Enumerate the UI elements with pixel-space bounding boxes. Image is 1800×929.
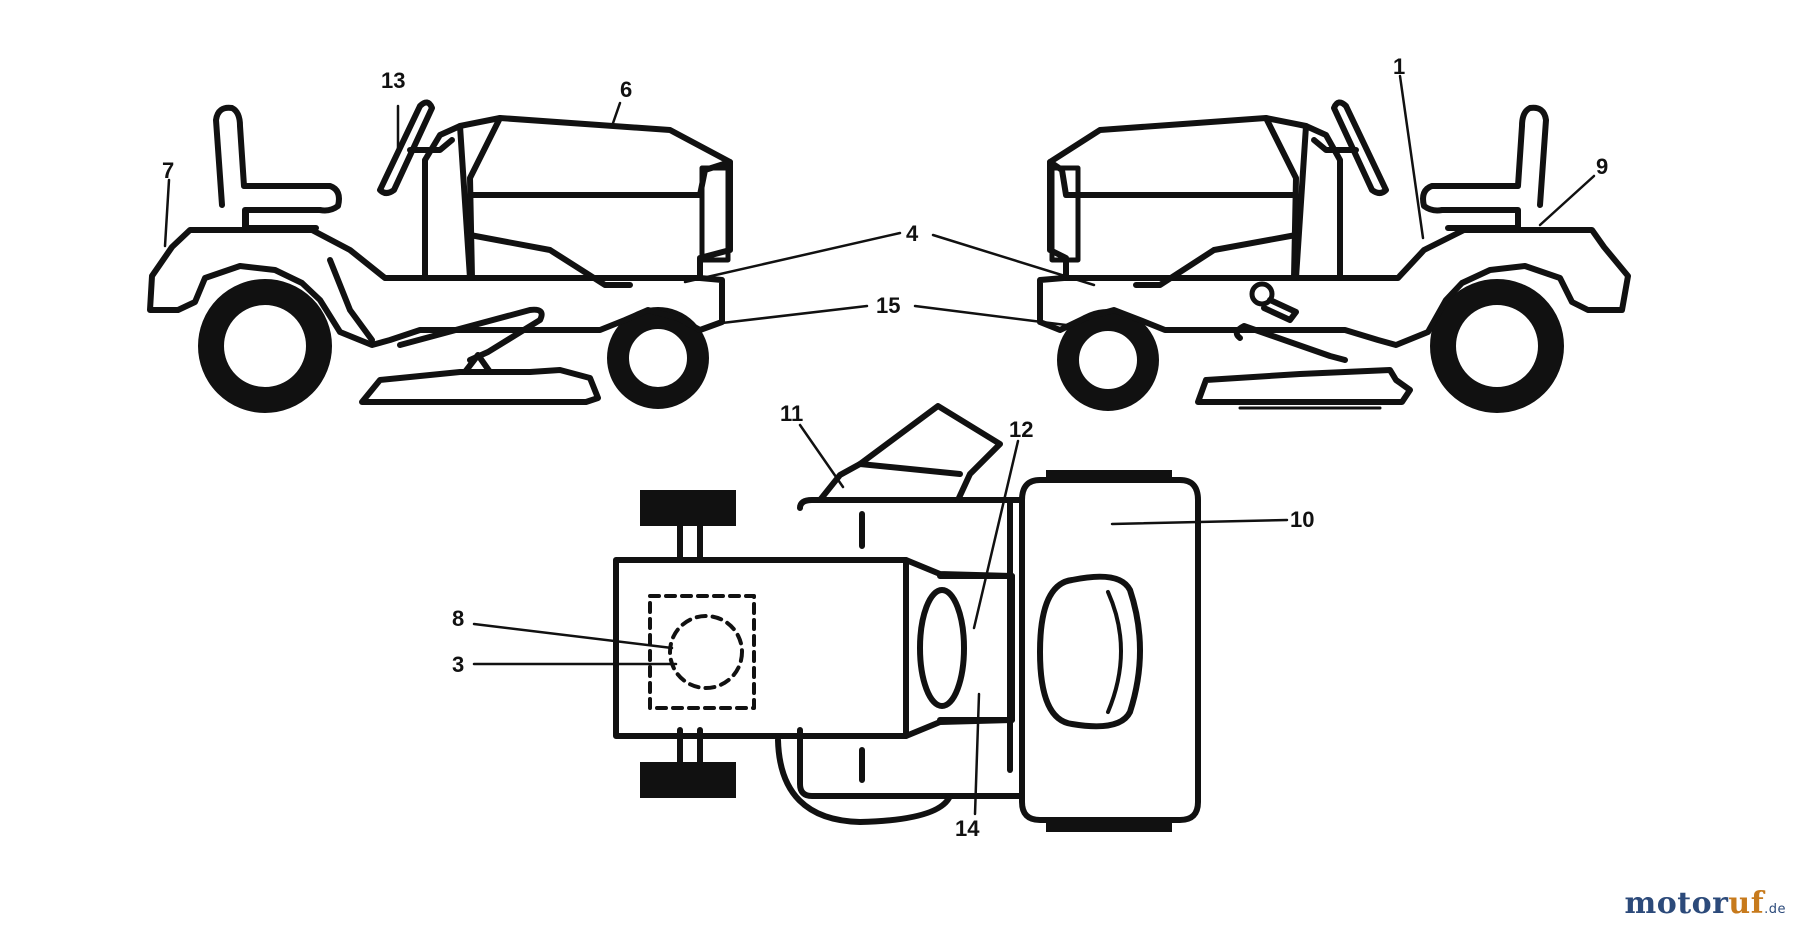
watermark-logo: motoruf.de — [1624, 886, 1786, 921]
callout-9[interactable]: 9 — [1596, 154, 1608, 179]
callout-8[interactable]: 8 — [452, 606, 464, 631]
grille-right — [1049, 165, 1081, 263]
callout-labels: 13 6 7 4 15 1 9 11 12 10 8 3 14 — [162, 54, 1608, 841]
leader-lines — [163, 74, 1596, 816]
dash-right — [1293, 123, 1343, 281]
steering-wheel-right — [1331, 99, 1389, 196]
dash-left — [422, 123, 473, 281]
callout-3[interactable]: 3 — [452, 652, 464, 677]
watermark-brand-part1: motor — [1624, 886, 1729, 921]
steering-wheel-left — [377, 99, 435, 196]
body-shell-top — [797, 497, 1025, 799]
callout-14[interactable]: 14 — [955, 816, 980, 841]
rear-tire-top-left[interactable] — [640, 490, 736, 526]
label-area-8 — [668, 614, 744, 690]
grille-left — [699, 165, 731, 263]
rear-wheel-right — [1430, 279, 1564, 413]
windshield-top — [1037, 573, 1143, 730]
watermark-tld: .de — [1764, 902, 1786, 917]
grass-chute — [817, 403, 1003, 503]
seat-left — [213, 104, 342, 231]
mower-deck-right — [1195, 367, 1413, 405]
callout-10[interactable]: 10 — [1290, 507, 1314, 532]
fender-left — [147, 227, 725, 348]
mower-deck-left — [359, 367, 601, 405]
rear-wheel-left — [198, 279, 332, 413]
front-wheel-right — [1057, 309, 1159, 411]
fender-right — [1037, 227, 1631, 348]
callout-13[interactable]: 12 — [1009, 417, 1033, 442]
label-area-3 — [648, 594, 756, 710]
tractor-side-view-right — [1037, 99, 1631, 413]
callout-4[interactable]: 4 — [906, 221, 919, 246]
front-wheel-left — [607, 307, 709, 409]
tractor-top-view — [613, 403, 1201, 832]
watermark-brand-part2: uf — [1728, 886, 1765, 921]
callout-12[interactable]: 13 — [381, 68, 405, 93]
rear-tire-bottom-left[interactable] — [640, 762, 736, 798]
hood-top-view — [1019, 477, 1201, 823]
callout-11[interactable]: 11 — [780, 401, 803, 426]
callout-1[interactable]: 1 — [1393, 54, 1405, 79]
seat-right — [1420, 104, 1549, 231]
footrest-right — [1233, 323, 1348, 363]
callout-6[interactable]: 6 — [620, 77, 632, 102]
control-knob-right — [1249, 281, 1275, 307]
callout-15[interactable]: 15 — [876, 293, 900, 318]
tractor-side-view-left — [147, 99, 733, 413]
steering-column-top — [917, 587, 967, 709]
footrest-left — [397, 306, 545, 363]
seat-top-view — [613, 557, 909, 739]
callout-7[interactable]: 7 — [162, 158, 174, 183]
